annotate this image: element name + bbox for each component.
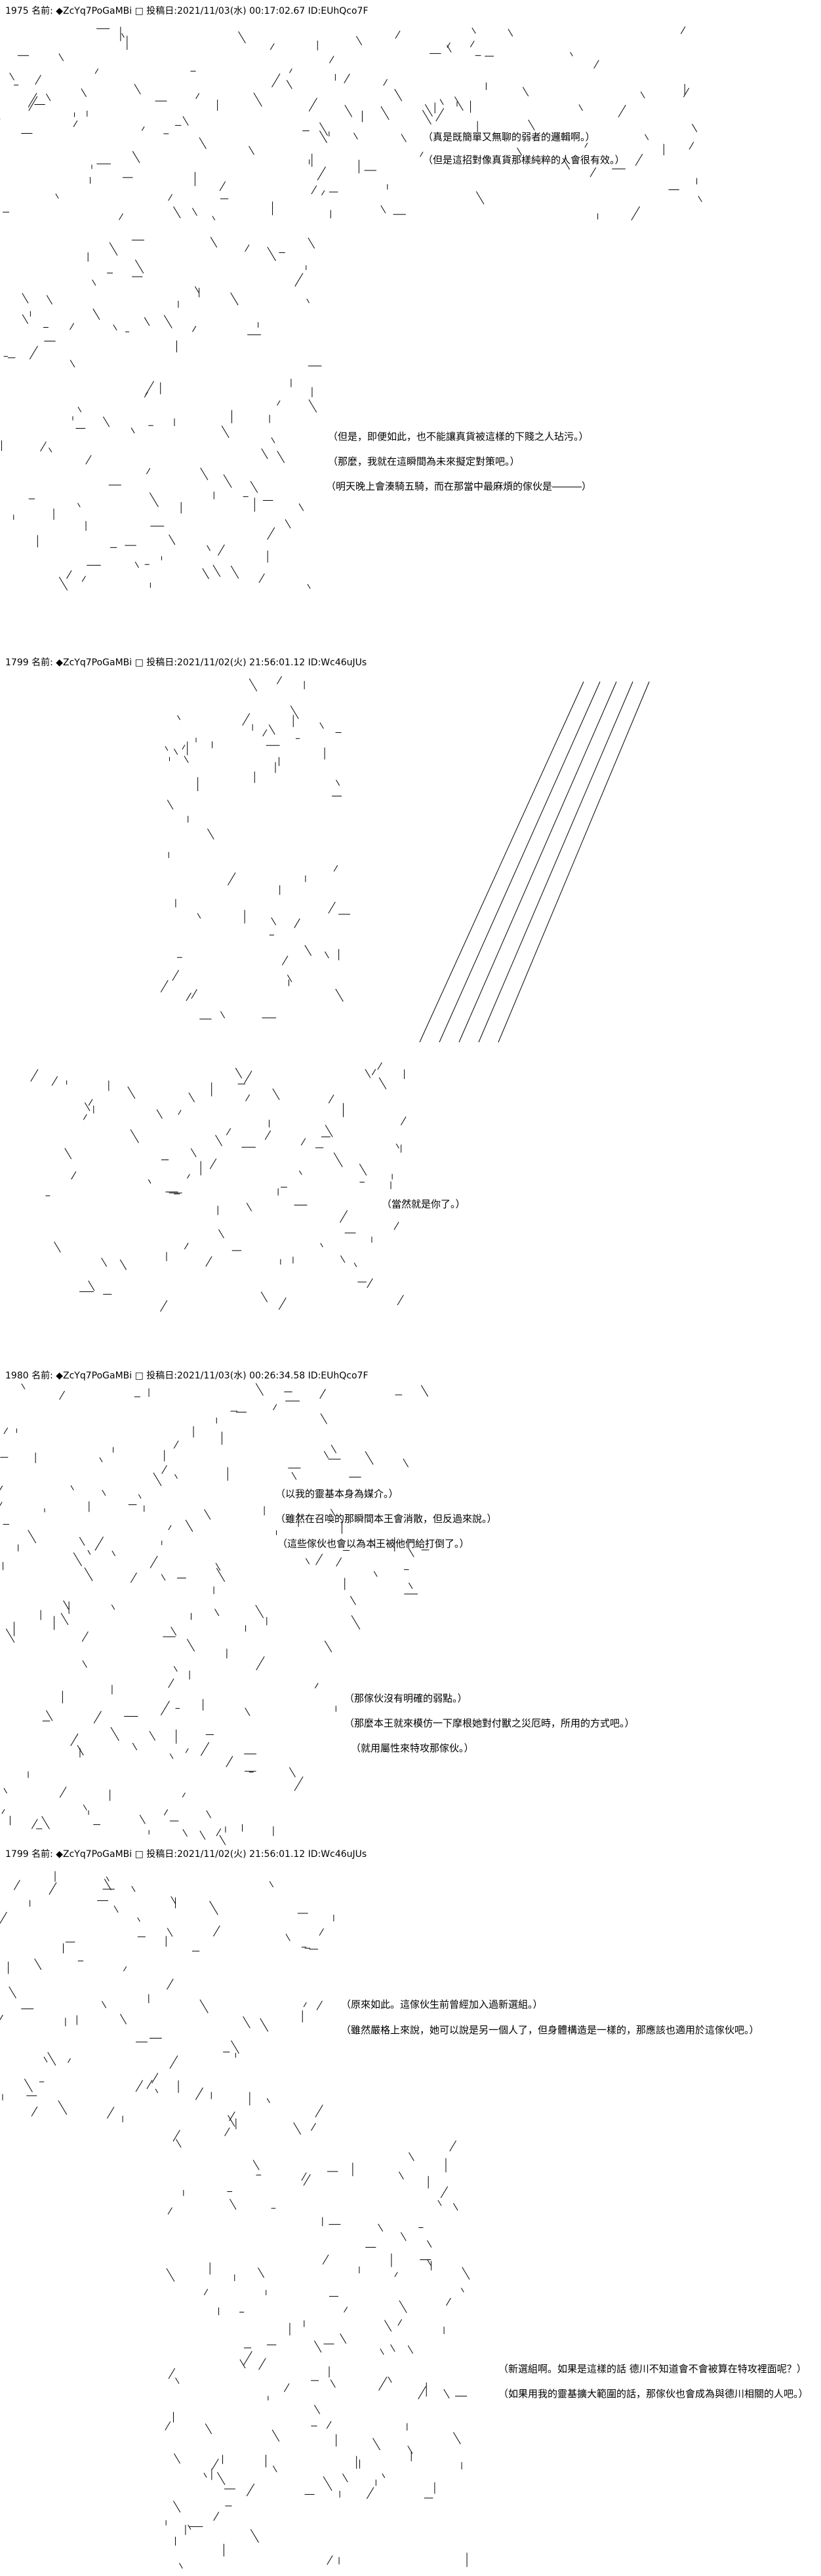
art-panel [160, 676, 351, 1020]
dialogue-line: （這些傢伙也會以為本王被他們給打倒了。） [277, 1538, 470, 1550]
dialogue-line: （以我的靈基本身為媒介。） [275, 1488, 399, 1500]
art-panel [30, 1062, 407, 1312]
speed-line [458, 681, 617, 1043]
dialogue-line: （就用屬性來特攻那傢伙。） [351, 1742, 474, 1754]
dialogue-line: （新選組啊。如果是這樣的話 德川不知道會不會被算在特攻裡面呢？） [498, 2363, 807, 2375]
dialogue-line: （明天晚上會湊騎五騎，而在那當中最麻煩的傢伙是―――） [326, 480, 592, 492]
post-header: 1980 名前: ◆ZcYq7PoGaMBi □ 投稿日:2021/11/03(… [5, 1371, 369, 1381]
dialogue-line: （原來如此。這傢伙生前曾經加入過新選組。） [341, 1999, 543, 2010]
post-header: 1799 名前: ◆ZcYq7PoGaMBi □ 投稿日:2021/11/02(… [5, 1849, 367, 1860]
art-panel [0, 26, 702, 221]
dialogue-line: （真是既簡單又無聊的弱者的邏輯啊。） [423, 131, 595, 143]
dialogue-line: （雖然嚴格上來說，她可以說是另一個人了，但身體構造是一樣的，那應該也適用於這傢伙… [341, 2024, 759, 2036]
post-header: 1799 名前: ◆ZcYq7PoGaMBi □ 投稿日:2021/11/02(… [5, 657, 367, 668]
art-panel [0, 1383, 430, 1630]
post-header: 1975 名前: ◆ZcYq7PoGaMBi □ 投稿日:2021/11/03(… [5, 6, 369, 16]
art-panel [165, 2139, 470, 2569]
speed-line [498, 681, 650, 1043]
dialogue-line: （那麼，我就在這瞬間為未來擬定對策吧。） [328, 456, 520, 467]
dialogue-line: （如果用我的靈基擴大範圍的話，那傢伙也會成為與德川相關的人吧。） [498, 2388, 809, 2400]
speed-line [419, 681, 584, 1043]
dialogue-line: （那麼本王就來模仿一下摩根她對付獸之災厄時，所用的方式吧。） [344, 1717, 635, 1729]
art-panel [0, 1871, 334, 2142]
dialogue-line: （但是這招對像真貨那樣純粹的人會很有效。） [423, 154, 625, 166]
dialogue-line: （當然就是你了。） [382, 1198, 466, 1210]
dialogue-line: （那傢伙沒有明確的弱點。） [344, 1692, 468, 1704]
speed-line [439, 681, 601, 1043]
dialogue-line: （雖然在召喚的那瞬間本王會消散，但反過來說。） [275, 1513, 497, 1525]
dialogue-line: （但是，即便如此，也不能讓真貨被這樣的下賤之人玷污。） [328, 431, 589, 442]
art-panel [1, 1612, 336, 1845]
art-panel [1, 237, 322, 591]
speed-line [478, 681, 633, 1043]
